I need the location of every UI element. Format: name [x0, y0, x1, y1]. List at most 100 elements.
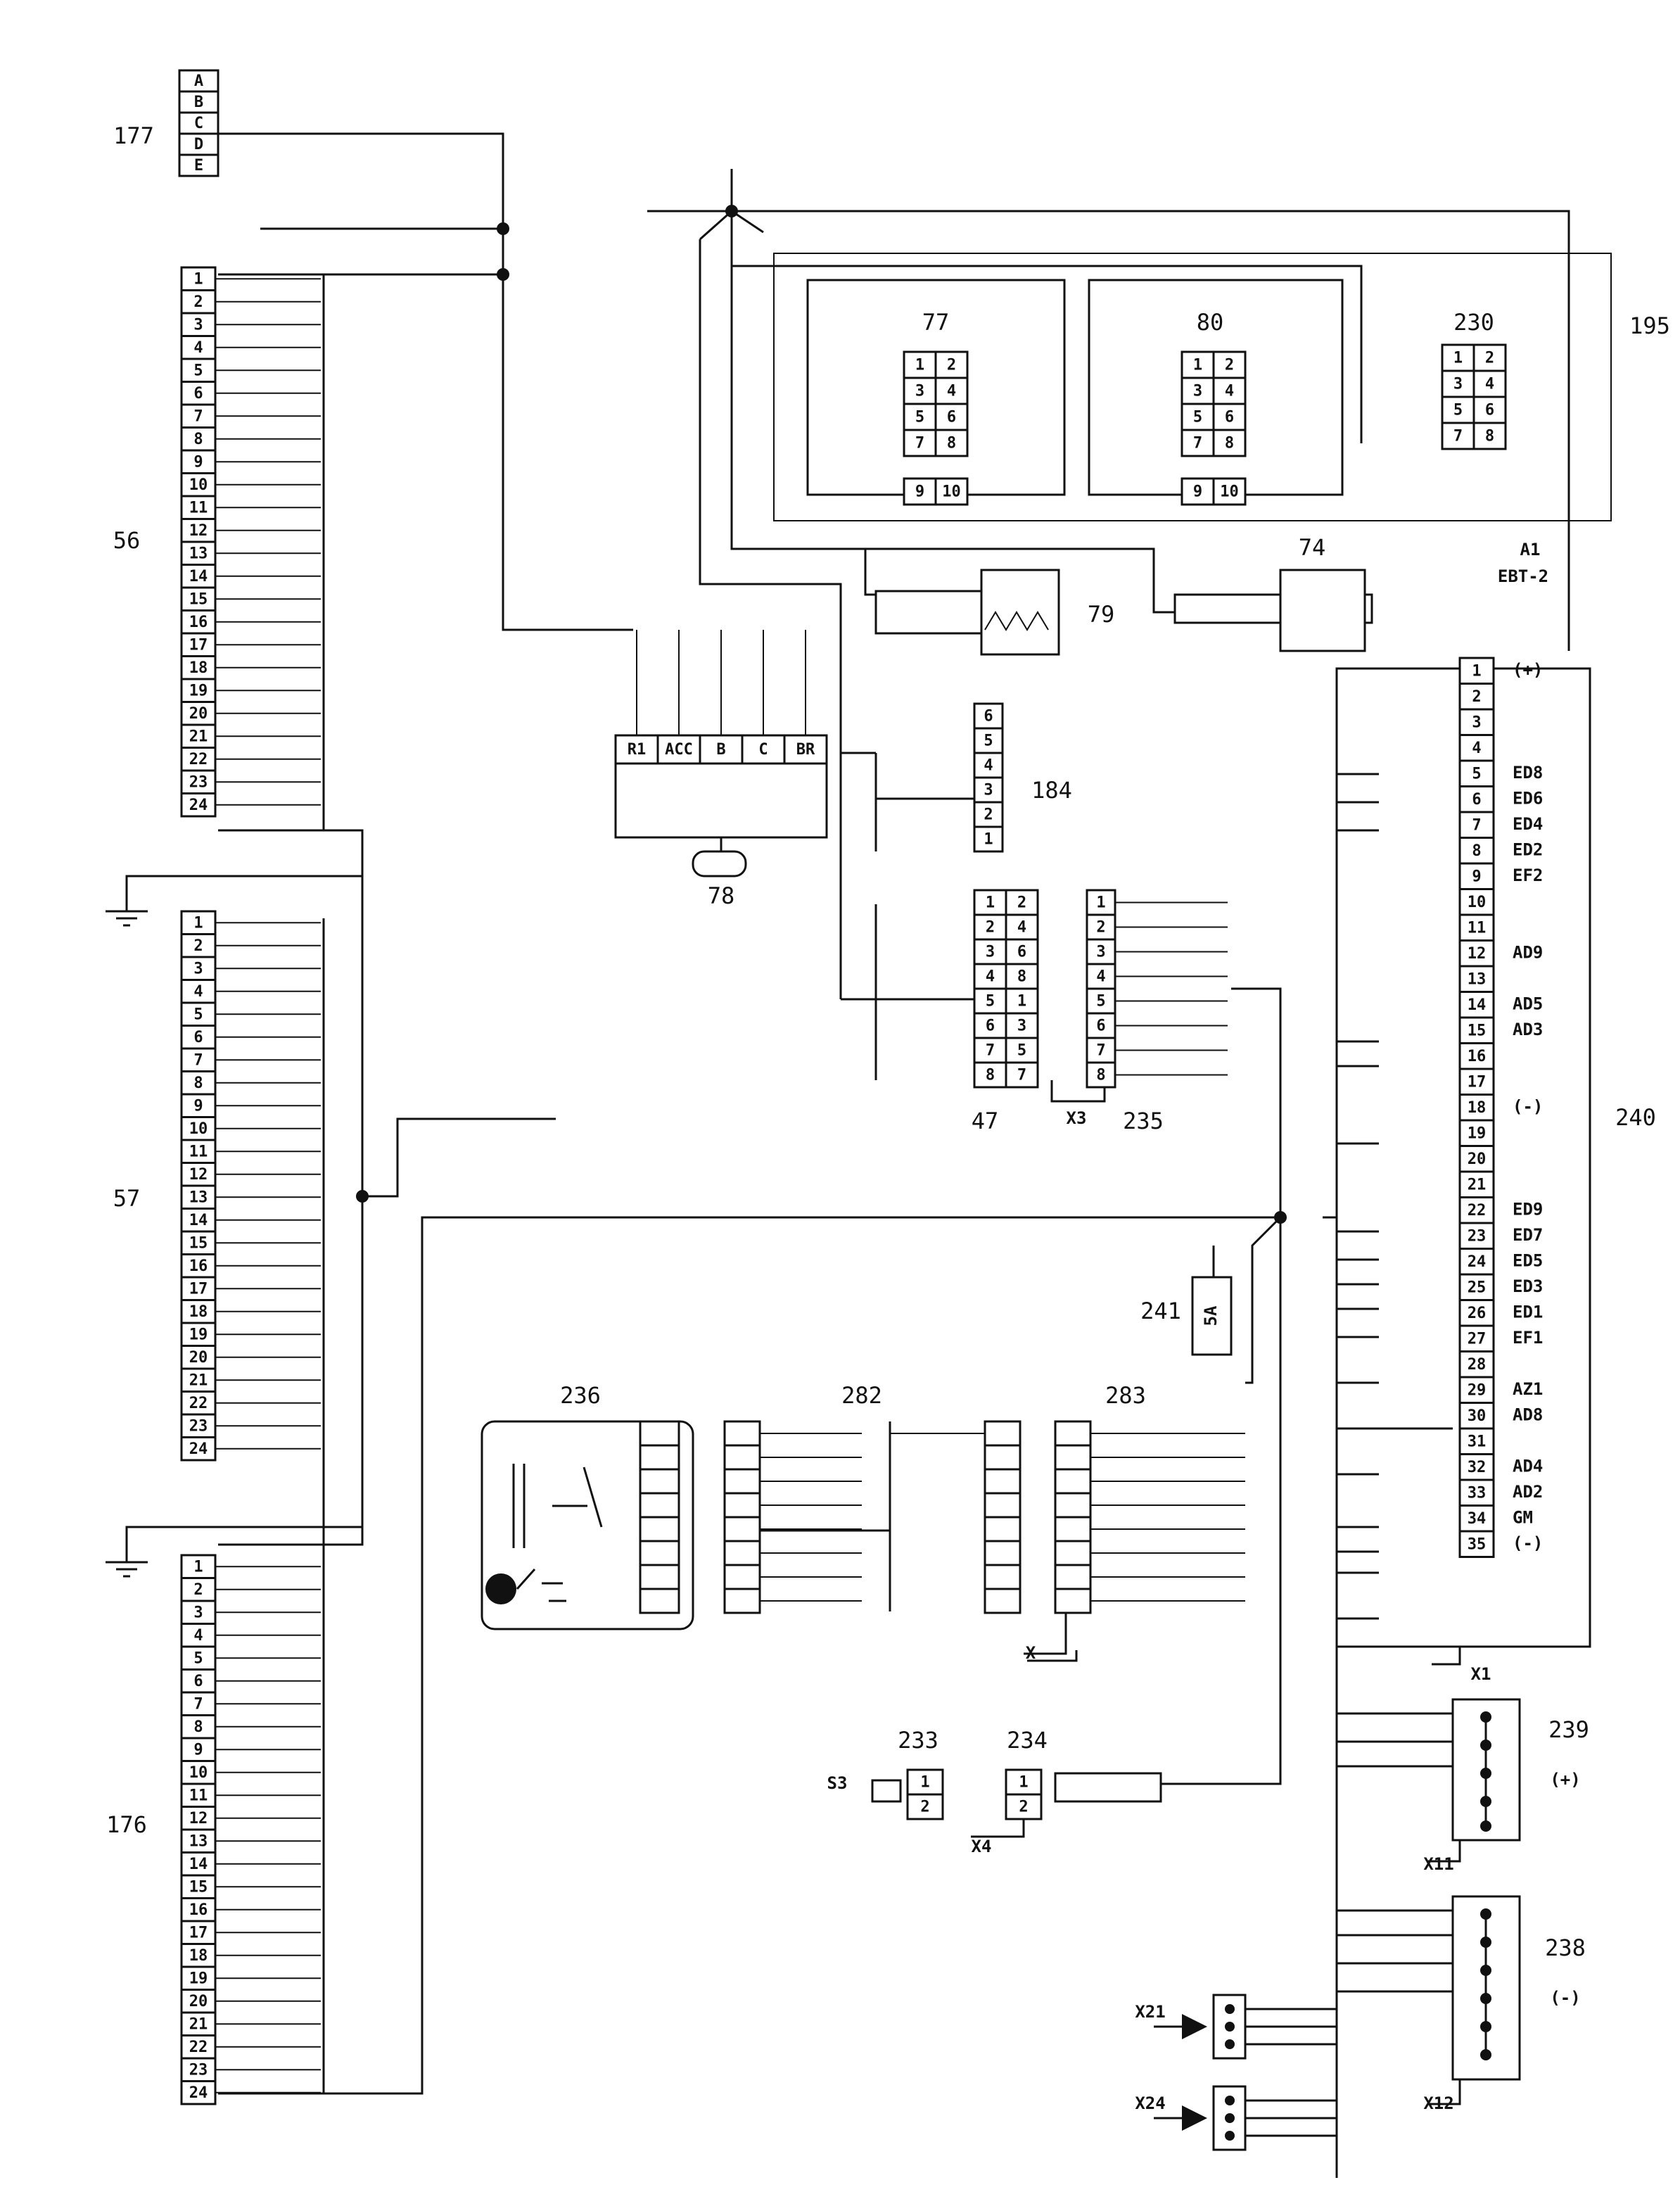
label-239-plus: (+) — [1550, 1770, 1580, 1789]
connector-233-pin — [906, 1793, 944, 1820]
connector-235-pin — [1086, 938, 1116, 965]
connector-57-pin-label: 7 — [193, 1051, 203, 1069]
connector-235-pin — [1086, 889, 1116, 916]
connector-240-pin — [1458, 837, 1495, 865]
connector-240-pin — [1458, 1068, 1495, 1096]
connector-47-cell — [1005, 1012, 1039, 1039]
label-57: 57 — [113, 1185, 141, 1212]
connector-230-cell — [1472, 369, 1507, 398]
label-238: 238 — [1545, 1934, 1586, 1961]
signal-az1: AZ1 — [1513, 1379, 1543, 1399]
label-195: 195 — [1629, 312, 1670, 339]
connector-56-pin — [180, 403, 217, 429]
connector-235-pin-label: 4 — [1096, 968, 1105, 986]
connector-176-pin-label: 12 — [189, 1810, 208, 1827]
connector-56-pin-label: 24 — [189, 797, 208, 814]
label-176: 176 — [106, 1811, 147, 1838]
connector-57-pin — [180, 1025, 217, 1050]
connector-240-pin-label: 34 — [1468, 1510, 1487, 1528]
junction-dot — [497, 268, 509, 281]
connector-234-pin — [1005, 1768, 1043, 1796]
connector-176-pin — [180, 2080, 217, 2105]
signal-: (+) — [1513, 660, 1543, 680]
connector-235-pin-label: 7 — [1096, 1042, 1105, 1060]
connector-240-pin — [1458, 1119, 1495, 1147]
connector-282-b-pin — [984, 1492, 1022, 1519]
connector-240-pin-label: 22 — [1468, 1202, 1487, 1219]
connector-230-cell-label: 3 — [1453, 376, 1463, 393]
connector-77-cell-label: 4 — [947, 383, 956, 400]
label-77: 77 — [922, 309, 950, 336]
connector-57-pin-label: 2 — [193, 937, 203, 955]
connector-240-pin-label: 4 — [1472, 740, 1481, 757]
x21-dot — [1225, 2039, 1235, 2049]
connector-283-pin — [1054, 1492, 1092, 1519]
connector-176-pin-label: 21 — [189, 2015, 208, 2033]
label-236: 236 — [560, 1382, 601, 1409]
connector-56-pin-label: 6 — [193, 385, 203, 403]
connector-56-pin-label: 18 — [189, 659, 208, 677]
connector-57-pin-label: 22 — [189, 1395, 208, 1412]
connector-240-pin-label: 28 — [1468, 1356, 1487, 1374]
connector-282-b-pin — [984, 1564, 1022, 1590]
connector-184-pin — [973, 801, 1004, 828]
connector-77-cell — [934, 429, 969, 457]
connector-283-pin — [1054, 1516, 1092, 1542]
connector-184-pin-label: 1 — [984, 831, 993, 849]
junction-dot — [497, 222, 509, 235]
connector-235-pin — [1086, 1061, 1116, 1089]
connector-240-pin — [1458, 965, 1495, 993]
connector-47-cell-label: 7 — [1017, 1067, 1026, 1084]
connector-177-pin-label: A — [194, 72, 203, 90]
connector-240-pin-label: 31 — [1468, 1433, 1487, 1450]
connector-176-pin-label: 24 — [189, 2084, 208, 2102]
connector-176-pin-label: 6 — [193, 1673, 203, 1690]
connector-184-pin-label: 6 — [984, 708, 993, 726]
connector-177-pin-label: C — [194, 115, 203, 132]
connector-47-cell-label: 4 — [986, 968, 995, 986]
connector-240-pin — [1458, 1324, 1495, 1352]
connector-77-cell-label: 5 — [915, 409, 924, 426]
connector-176-pin-label: 15 — [189, 1878, 208, 1896]
connector-282-b-pin — [984, 1540, 1022, 1566]
connector-283-pin — [1054, 1564, 1092, 1590]
connector-47-cell-label: 2 — [1017, 894, 1026, 912]
connector-57-pin-label: 11 — [189, 1143, 208, 1160]
connector-234-pin-label: 1 — [1019, 1774, 1028, 1792]
signal-ad2: AD2 — [1513, 1482, 1543, 1502]
connector-57-pin-label: 1 — [193, 914, 203, 932]
signal-ad5: AD5 — [1513, 994, 1543, 1014]
connector-57-pin-label: 20 — [189, 1349, 208, 1367]
label-79: 79 — [1088, 601, 1115, 628]
x4-label: X4 — [972, 1837, 992, 1856]
connector-240-pin-label: 13 — [1468, 970, 1487, 988]
connector-80-cell-label: 8 — [1225, 435, 1234, 452]
connector-77-lower-cell-label: 9 — [915, 483, 924, 501]
connector-240-pin-label: 7 — [1472, 816, 1481, 834]
connector-233-pin-label: 1 — [920, 1774, 929, 1792]
connector-56-pin — [180, 266, 217, 291]
connector-57-pin-label: 10 — [189, 1120, 208, 1138]
module-a1-label: A1 — [1520, 540, 1541, 559]
diagram-elements: ABCDE17712345678910111213141516171819202… — [106, 69, 1670, 2141]
connector-240-pin-label: 2 — [1472, 688, 1481, 706]
connector-240-pin — [1458, 1376, 1495, 1404]
connector-176-pin-label: 1 — [193, 1558, 203, 1576]
label-240: 240 — [1615, 1104, 1656, 1131]
connector-47-cell — [1005, 1037, 1039, 1064]
connector-176-pin-label: 16 — [189, 1901, 208, 1919]
connector-56-pin-label: 11 — [189, 499, 208, 517]
ignition-pin-label: BR — [796, 741, 815, 759]
connector-77-cell-label: 7 — [915, 435, 924, 452]
connector-236-pin — [639, 1564, 680, 1590]
signal-ed9: ED9 — [1513, 1200, 1543, 1219]
x21-dot — [1225, 2022, 1235, 2032]
connector-176-pin-label: 14 — [189, 1856, 208, 1873]
connector-176-pin-label: 2 — [193, 1581, 203, 1599]
connector-235-pin — [1086, 1012, 1116, 1039]
connector-47-cell-label: 3 — [1017, 1018, 1026, 1035]
connector-77-cell-label: 6 — [947, 409, 956, 426]
connector-57-pin-label: 4 — [193, 983, 203, 1001]
connector-176-pin-label: 4 — [193, 1627, 203, 1645]
connector-47-cell-label: 1 — [1017, 993, 1026, 1011]
